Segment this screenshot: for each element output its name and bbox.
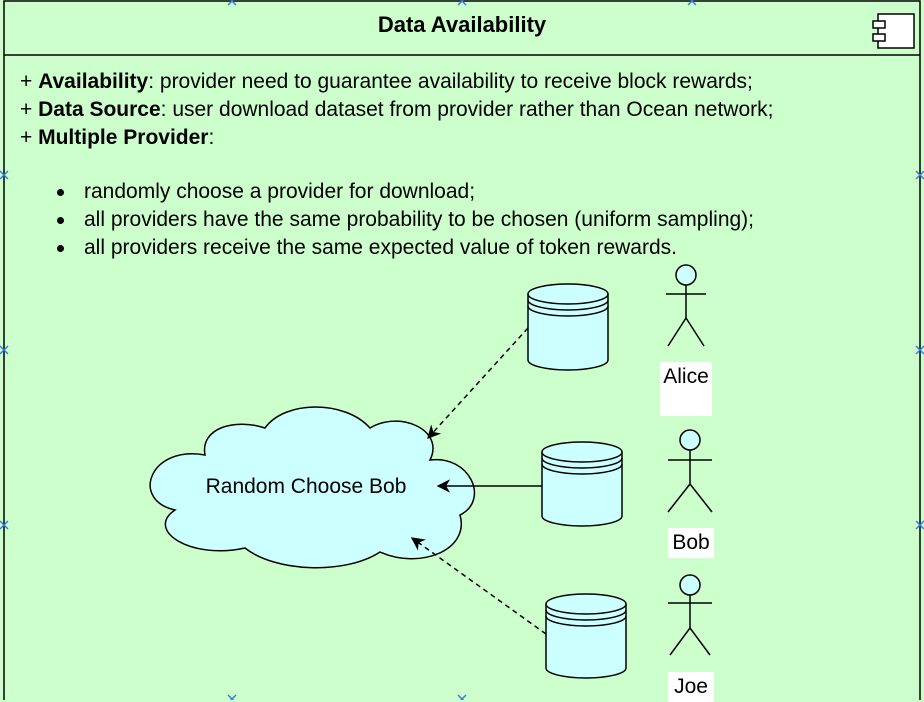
handle-right-1 <box>915 170 924 180</box>
actor-alice[interactable] <box>666 264 706 347</box>
handle-left-1 <box>0 170 9 180</box>
actor-bob[interactable] <box>667 429 713 513</box>
cloud-label: Random Choose Bob <box>190 472 422 502</box>
component-title[interactable]: Data Availability <box>377 12 547 37</box>
handle-top-middle <box>457 0 467 6</box>
database-alice[interactable] <box>527 283 609 371</box>
desc-key: Data Source <box>38 98 161 121</box>
list-item: all providers receive the same expected … <box>52 234 754 262</box>
actor-label-joe: Joe <box>668 672 714 702</box>
handle-right-2 <box>915 345 924 355</box>
actor-label-alice: Alice <box>660 362 712 416</box>
arrow-alice-to-cloud[interactable] <box>427 327 529 439</box>
component-container[interactable] <box>3 0 921 700</box>
handle-top-right <box>687 0 697 6</box>
desc-row-availability: + Availability: provider need to guarant… <box>20 70 753 93</box>
handle-right-3 <box>915 520 924 530</box>
arrow-joe-to-cloud[interactable] <box>410 537 547 635</box>
actor-joe[interactable] <box>668 574 712 656</box>
handle-left-2 <box>0 345 9 355</box>
component-icon <box>872 13 915 49</box>
database-bob[interactable] <box>541 441 623 527</box>
desc-text: : <box>208 126 215 149</box>
list-item: all providers have the same probability … <box>52 206 754 234</box>
actor-label-bob: Bob <box>668 528 714 558</box>
desc-row-data-source: + Data Source: user download dataset fro… <box>20 98 774 121</box>
database-joe[interactable] <box>545 593 627 679</box>
desc-text: : provider need to guarantee availabilit… <box>148 70 753 93</box>
list-item: randomly choose a provider for download; <box>52 178 754 206</box>
handle-top-left <box>227 0 237 6</box>
handle-bottom-left <box>227 694 237 700</box>
bullet-list[interactable]: randomly choose a provider for download;… <box>52 178 754 262</box>
handle-left-3 <box>0 520 9 530</box>
handle-bottom-middle <box>457 694 467 700</box>
desc-row-multiple-provider: + Multiple Provider: <box>20 126 215 149</box>
desc-key: Multiple Provider <box>38 126 209 149</box>
desc-key: Availability <box>38 70 149 93</box>
description-block[interactable]: + Availability: provider need to guarant… <box>20 68 773 152</box>
desc-text: : user download dataset from provider ra… <box>160 98 774 121</box>
